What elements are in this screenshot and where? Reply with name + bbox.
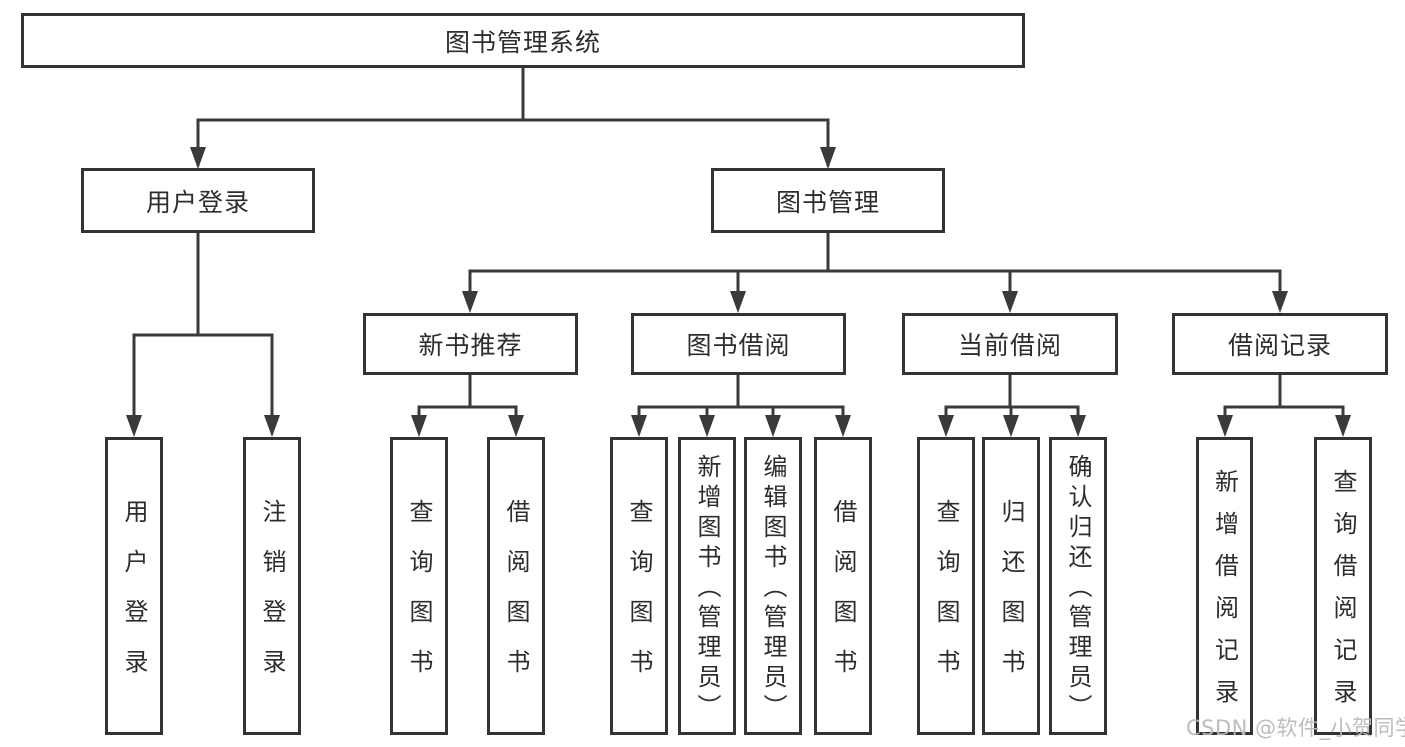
- node-book-management: 图书管理: [711, 168, 945, 233]
- csdn-watermark: CSDN @软件_小贺同学: [1186, 716, 1405, 740]
- node-label: 图书借阅: [686, 331, 791, 360]
- leaf-label: 新增图书（管理员）: [693, 454, 721, 724]
- leaf-label: 用户登录: [120, 499, 148, 699]
- leaf-query-books-borrow: 查询图书: [610, 437, 668, 735]
- leaf-add-borrow-record: 新增借阅记录: [1196, 437, 1253, 735]
- leaf-query-books-recommend: 查询图书: [390, 437, 448, 735]
- node-label: 当前借阅: [957, 331, 1062, 360]
- leaf-borrow-books: 借阅图书: [814, 437, 872, 735]
- leaf-label: 编辑图书（管理员）: [759, 454, 787, 724]
- leaf-label: 借阅图书: [829, 499, 857, 699]
- leaf-label: 查询图书: [405, 499, 433, 699]
- leaf-query-borrow-record: 查询借阅记录: [1314, 437, 1372, 735]
- leaf-label: 归还图书: [997, 499, 1025, 699]
- leaf-user-login: 用户登录: [105, 437, 163, 735]
- leaf-label: 新增借阅记录: [1210, 469, 1239, 721]
- leaf-label: 确认归还（管理员）: [1064, 454, 1092, 724]
- node-borrow-records: 借阅记录: [1172, 313, 1388, 375]
- node-label: 图书管理系统: [444, 27, 601, 57]
- leaf-label: 查询借阅记录: [1329, 469, 1357, 721]
- node-label: 新书推荐: [418, 331, 523, 360]
- leaf-label: 借阅图书: [502, 499, 530, 699]
- node-label: 用户登录: [145, 187, 250, 217]
- leaf-logout: 注销登录: [243, 437, 301, 735]
- leaf-add-books-admin: 新增图书（管理员）: [678, 437, 736, 735]
- node-book-borrow: 图书借阅: [631, 313, 846, 375]
- leaf-query-books-current: 查询图书: [917, 437, 975, 735]
- node-label: 借阅记录: [1227, 331, 1332, 360]
- node-user-login: 用户登录: [81, 168, 315, 233]
- leaf-confirm-return-admin: 确认归还（管理员）: [1049, 437, 1107, 735]
- leaf-edit-books-admin: 编辑图书（管理员）: [744, 437, 802, 735]
- leaf-label: 注销登录: [258, 499, 286, 699]
- leaf-borrow-books-recommend: 借阅图书: [487, 437, 545, 735]
- node-new-book-recommend: 新书推荐: [363, 313, 578, 375]
- node-current-borrow: 当前借阅: [902, 313, 1118, 375]
- leaf-return-books: 归还图书: [982, 437, 1040, 735]
- node-label: 图书管理: [775, 187, 880, 217]
- leaf-label: 查询图书: [625, 499, 653, 699]
- node-library-management-system: 图书管理系统: [21, 13, 1025, 68]
- leaf-label: 查询图书: [932, 499, 960, 699]
